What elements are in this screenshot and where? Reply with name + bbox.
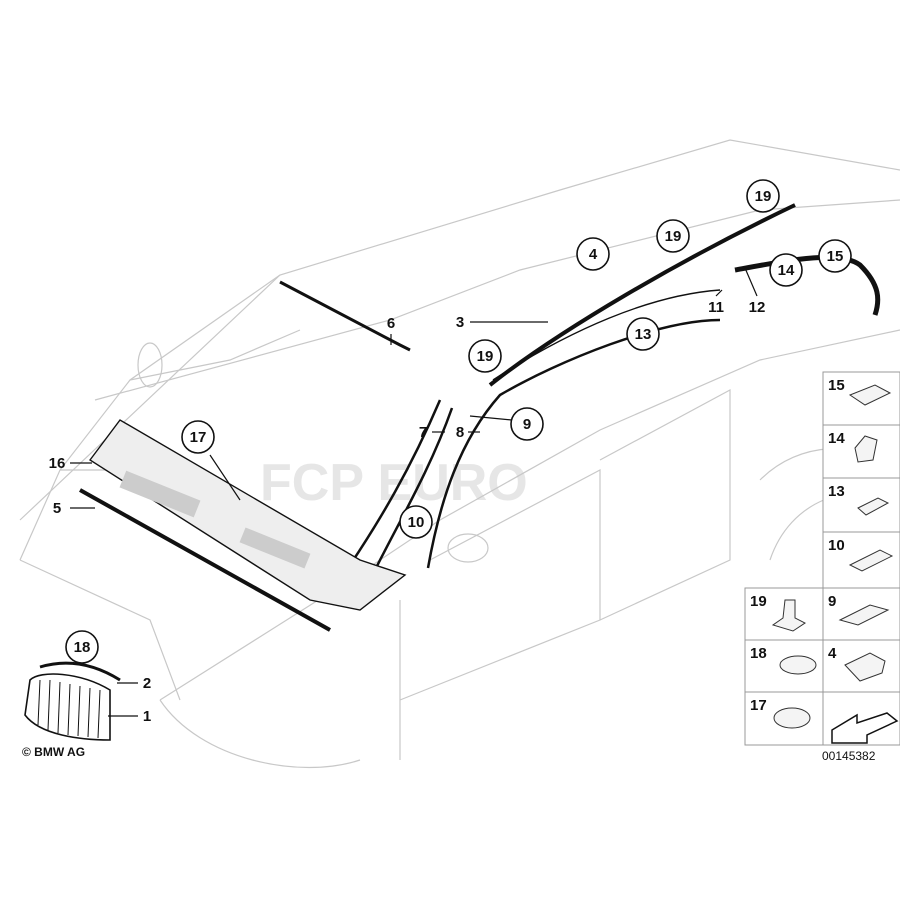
legend-15: 15 (828, 377, 845, 394)
callout-12[interactable]: 12 (749, 299, 766, 316)
callout-10[interactable]: 10 (399, 505, 433, 539)
callout-19[interactable]: 19 (468, 339, 502, 373)
callout-19[interactable]: 19 (746, 179, 780, 213)
clip-17-icon (773, 707, 811, 729)
direction-arrow-icon (831, 712, 899, 744)
legend-panel: 15 14 13 10 19 9 18 4 17 (744, 371, 900, 746)
callout-2[interactable]: 2 (143, 675, 151, 692)
callout-1[interactable]: 1 (143, 708, 151, 725)
clip-10-icon (848, 549, 894, 572)
diagram-number: 00145382 (822, 749, 876, 763)
callout-11[interactable]: 11 (708, 299, 724, 316)
legend-18: 18 (750, 645, 767, 662)
callout-8[interactable]: 8 (456, 424, 464, 441)
legend-17: 17 (750, 697, 767, 714)
clip-4-icon (844, 652, 886, 682)
copyright: © BMW AG (22, 745, 85, 759)
svg-text:14: 14 (778, 262, 795, 279)
callout-19[interactable]: 19 (656, 219, 690, 253)
legend-13: 13 (828, 483, 845, 500)
clip-15-icon (848, 384, 892, 406)
callout-7[interactable]: 7 (419, 424, 427, 441)
clip-9-icon (838, 604, 890, 626)
svg-text:19: 19 (755, 188, 772, 205)
svg-text:9: 9 (523, 416, 531, 433)
svg-text:19: 19 (477, 348, 494, 365)
callout-15[interactable]: 15 (818, 239, 852, 273)
clip-19-icon (771, 599, 806, 632)
watermark: FCP EURO (260, 454, 528, 512)
callout-6[interactable]: 6 (387, 315, 395, 332)
svg-text:13: 13 (635, 326, 652, 343)
callout-17[interactable]: 17 (181, 420, 215, 454)
svg-text:4: 4 (589, 246, 598, 263)
plain-callouts: 6 3 11 12 7 8 16 5 2 1 (49, 299, 766, 725)
legend-10: 10 (828, 537, 845, 554)
callout-9[interactable]: 9 (510, 407, 544, 441)
svg-text:10: 10 (408, 514, 425, 531)
leader-lines (70, 267, 758, 717)
legend-4: 4 (828, 645, 837, 662)
callout-18[interactable]: 18 (65, 630, 99, 664)
circled-callouts: 19 19 4 14 15 13 19 9 17 10 18 (65, 179, 852, 664)
callout-16[interactable]: 16 (49, 455, 66, 472)
svg-text:18: 18 (74, 639, 91, 656)
callout-14[interactable]: 14 (769, 253, 803, 287)
callout-3[interactable]: 3 (456, 314, 464, 331)
clip-13-icon (857, 497, 890, 516)
callout-5[interactable]: 5 (53, 500, 61, 517)
callout-13[interactable]: 13 (626, 317, 660, 351)
legend-19: 19 (750, 593, 767, 610)
parts (24, 203, 881, 741)
clip-14-icon (854, 435, 878, 463)
svg-text:19: 19 (665, 228, 682, 245)
legend-9: 9 (828, 593, 836, 610)
svg-text:17: 17 (190, 429, 207, 446)
callout-4[interactable]: 4 (576, 237, 610, 271)
legend-14: 14 (828, 430, 845, 447)
svg-text:15: 15 (827, 248, 844, 265)
clip-18-icon (779, 655, 817, 675)
